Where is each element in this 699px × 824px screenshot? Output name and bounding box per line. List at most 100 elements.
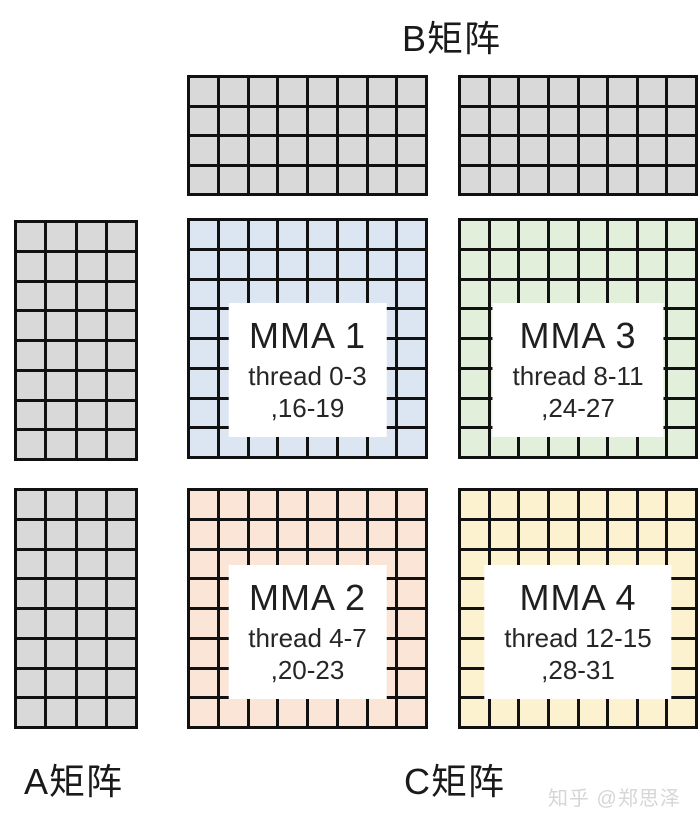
matrix-cell	[279, 78, 306, 105]
matrix-cell	[461, 550, 488, 578]
mma1-thread-range-line1: thread 0-3	[248, 360, 367, 391]
matrix-cell	[461, 669, 488, 697]
matrix-cell	[309, 520, 336, 548]
matrix-cell	[461, 699, 488, 726]
mma4-thread-range-line1: thread 12-15	[504, 622, 652, 653]
matrix-cell	[190, 166, 217, 193]
matrix-cell	[398, 78, 425, 105]
matrix-cell	[190, 491, 217, 518]
matrix-cell	[579, 280, 607, 308]
matrix-cell	[219, 699, 247, 726]
matrix-cell	[17, 580, 45, 607]
matrix-cell	[249, 280, 277, 308]
matrix-cell	[579, 221, 607, 248]
matrix-cell	[338, 280, 366, 308]
matrix-cell	[461, 429, 488, 456]
matrix-cell	[638, 280, 666, 308]
matrix-cell	[609, 166, 636, 193]
matrix-cell	[107, 282, 135, 310]
b-matrix-tile-1	[187, 75, 428, 196]
matrix-cell	[77, 610, 105, 637]
matrix-cell	[549, 137, 577, 164]
matrix-cell	[579, 107, 607, 134]
matrix-cell	[309, 699, 336, 726]
matrix-cell	[338, 137, 366, 164]
matrix-cell	[77, 431, 105, 458]
matrix-cell	[17, 223, 45, 250]
matrix-cell	[490, 78, 518, 105]
matrix-cell	[77, 401, 105, 429]
matrix-cell	[398, 520, 425, 548]
mma2-label-card: MMA 2 thread 4-7 ,20-23	[228, 565, 387, 699]
matrix-cell	[17, 491, 45, 518]
matrix-cell	[638, 520, 666, 548]
matrix-cell	[609, 137, 636, 164]
matrix-cell	[461, 399, 488, 427]
matrix-cell	[47, 491, 75, 518]
matrix-cell	[461, 491, 488, 518]
matrix-cell	[219, 137, 247, 164]
matrix-cell	[107, 639, 135, 667]
matrix-cell	[461, 580, 488, 607]
matrix-cell	[638, 107, 666, 134]
matrix-cell	[219, 280, 247, 308]
matrix-cell	[398, 550, 425, 578]
matrix-cell	[190, 699, 217, 726]
matrix-cell	[579, 78, 607, 105]
matrix-cell	[107, 312, 135, 339]
matrix-cell	[668, 550, 695, 578]
matrix-cell	[249, 137, 277, 164]
matrix-cell	[219, 491, 247, 518]
matrix-cell	[309, 107, 336, 134]
matrix-cell	[338, 221, 366, 248]
matrix-cell	[668, 639, 695, 667]
matrix-cell	[520, 166, 547, 193]
mma1-tile: MMA 1 thread 0-3 ,16-19	[187, 218, 428, 459]
matrix-cell	[490, 137, 518, 164]
matrix-cell	[668, 250, 695, 278]
matrix-cell	[549, 107, 577, 134]
matrix-cell	[190, 280, 217, 308]
matrix-cell	[77, 371, 105, 399]
mma1-title: MMA 1	[248, 315, 367, 356]
matrix-cell	[47, 401, 75, 429]
a-matrix-tile-2	[14, 488, 138, 729]
matrix-cell	[17, 252, 45, 280]
matrix-cell	[279, 137, 306, 164]
matrix-cell	[668, 166, 695, 193]
mma4-tile: MMA 4 thread 12-15 ,28-31	[458, 488, 698, 729]
matrix-cell	[461, 369, 488, 397]
mma4-label-card: MMA 4 thread 12-15 ,28-31	[484, 565, 672, 699]
matrix-cell	[368, 78, 396, 105]
matrix-cell	[668, 580, 695, 607]
matrix-cell	[668, 107, 695, 134]
matrix-cell	[549, 491, 577, 518]
matrix-cell	[668, 669, 695, 697]
matrix-cell	[17, 669, 45, 697]
matrix-cell	[107, 252, 135, 280]
matrix-cell	[461, 340, 488, 367]
c-matrix-label: C矩阵	[404, 761, 505, 802]
matrix-cell	[579, 250, 607, 278]
mma3-title: MMA 3	[519, 315, 637, 356]
matrix-cell	[77, 312, 105, 339]
matrix-cell	[520, 221, 547, 248]
matrix-cell	[461, 280, 488, 308]
matrix-cell	[461, 520, 488, 548]
matrix-cell	[368, 520, 396, 548]
matrix-cell	[279, 107, 306, 134]
matrix-cell	[47, 312, 75, 339]
mma3-tile: MMA 3 thread 8-11 ,24-27	[458, 218, 698, 459]
matrix-cell	[249, 699, 277, 726]
matrix-cell	[107, 223, 135, 250]
matrix-cell	[47, 282, 75, 310]
matrix-cell	[279, 520, 306, 548]
matrix-cell	[17, 431, 45, 458]
matrix-cell	[77, 252, 105, 280]
matrix-cell	[368, 137, 396, 164]
matrix-cell	[190, 340, 217, 367]
matrix-cell	[107, 491, 135, 518]
matrix-cell	[549, 280, 577, 308]
matrix-cell	[47, 252, 75, 280]
